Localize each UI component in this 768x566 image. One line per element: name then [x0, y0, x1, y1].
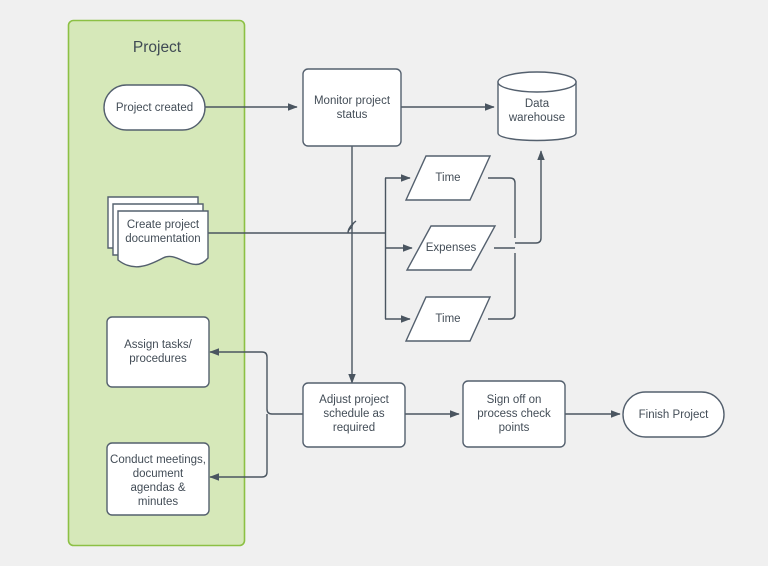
- adjust-schedule-shape: [302, 382, 406, 448]
- node-expenses[interactable]: Expenses: [405, 225, 497, 271]
- data-warehouse-label-line1: Data: [525, 98, 550, 110]
- project-created-shape: [103, 84, 206, 131]
- adjust-schedule-label-line2: schedule as: [323, 408, 385, 420]
- node-conduct-meetings[interactable]: Conduct meetings, document agendas & min…: [106, 442, 210, 516]
- node-assign-tasks[interactable]: Assign tasks/ procedures: [106, 316, 210, 388]
- edge-adjust-to-conduct-meetings: [209, 414, 268, 481]
- finish-project-label: Finish Project: [639, 409, 709, 421]
- documentation-label-line1: Create project: [127, 219, 200, 231]
- time-top-label: Time: [435, 172, 460, 184]
- sign-off-label-line2: process check: [477, 408, 551, 420]
- documentation-label-line2: documentation: [125, 233, 200, 245]
- time-bottom-label: Time: [435, 313, 460, 325]
- conduct-meetings-label-line3: agendas &: [131, 482, 186, 494]
- node-monitor-status[interactable]: Monitor project status: [302, 68, 402, 147]
- node-time-bottom[interactable]: Time: [404, 296, 492, 342]
- node-adjust-schedule[interactable]: Adjust project schedule as required: [302, 382, 406, 448]
- node-sign-off[interactable]: Sign off on process check points: [462, 380, 566, 448]
- edge-time-bottom-collector: [488, 253, 516, 320]
- data-warehouse-top-ellipse: [497, 71, 577, 93]
- finish-project-shape: [622, 391, 725, 438]
- assign-tasks-label-line1: Assign tasks/: [124, 339, 193, 351]
- project-created-label: Project created: [116, 102, 193, 114]
- data-warehouse-body: [497, 81, 577, 142]
- conduct-meetings-shape: [106, 442, 210, 516]
- monitor-status-label-line1: Monitor project: [314, 95, 391, 107]
- edge-monitor-to-adjust: [347, 146, 357, 384]
- node-time-top[interactable]: Time: [404, 155, 492, 201]
- pool-title: Project: [133, 39, 182, 56]
- monitor-status-shape: [302, 68, 402, 147]
- conduct-meetings-label-line4: minutes: [138, 496, 179, 508]
- time-bottom-shape: [404, 296, 492, 342]
- edge-adjust-to-assign-tasks: [209, 348, 313, 418]
- sign-off-shape: [462, 380, 566, 448]
- sign-off-label-line1: Sign off on: [487, 394, 542, 406]
- data-warehouse-label-line2: warehouse: [508, 112, 565, 124]
- monitor-status-label-line2: status: [337, 109, 368, 121]
- assign-tasks-label-line2: procedures: [129, 353, 187, 365]
- conduct-meetings-label-line2: document: [133, 468, 184, 480]
- conduct-meetings-label-line1: Conduct meetings,: [110, 454, 206, 466]
- node-project-created[interactable]: Project created: [103, 84, 206, 131]
- adjust-schedule-label-line3: required: [333, 422, 375, 434]
- expenses-shape: [405, 225, 497, 271]
- edge-metrics-to-warehouse: [515, 150, 545, 244]
- project-pool-container: [67, 19, 246, 547]
- sign-off-label-line3: points: [499, 422, 530, 434]
- time-top-shape: [404, 155, 492, 201]
- node-finish-project[interactable]: Finish Project: [622, 391, 725, 438]
- assign-tasks-shape: [106, 316, 210, 388]
- documentation-front-sheet: [117, 210, 209, 268]
- node-data-warehouse[interactable]: Data warehouse: [497, 71, 577, 142]
- node-create-documentation[interactable]: Create project documentation: [107, 196, 209, 268]
- edge-time-top-collector: [488, 177, 516, 238]
- adjust-schedule-label-line1: Adjust project: [319, 394, 389, 406]
- expenses-label: Expenses: [426, 242, 477, 254]
